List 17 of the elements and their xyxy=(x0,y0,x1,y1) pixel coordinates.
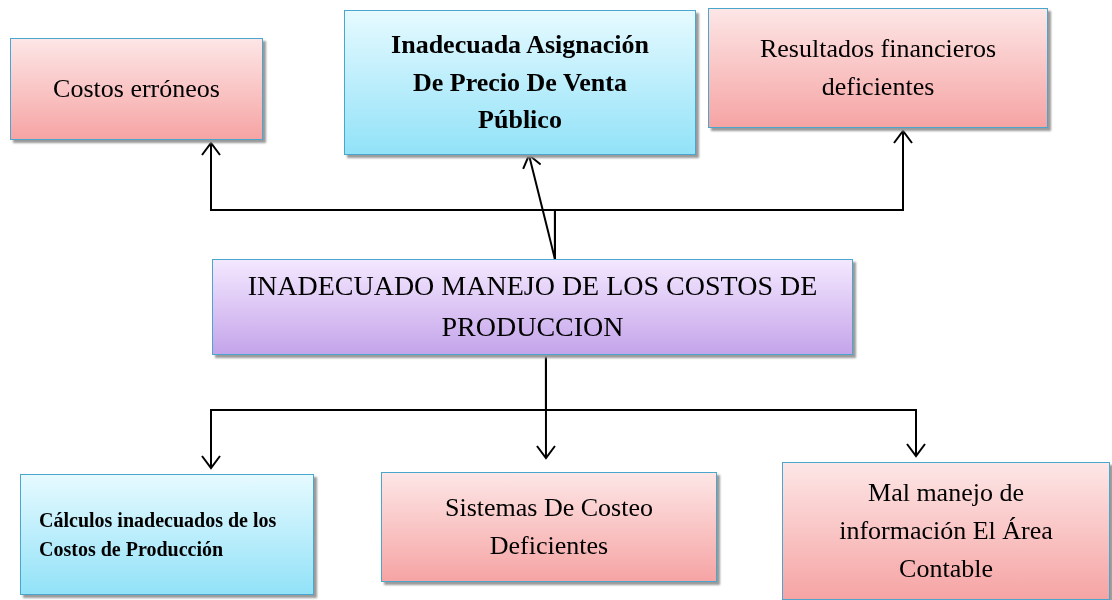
process-box xyxy=(381,472,717,582)
arrow xyxy=(544,354,926,457)
process-box xyxy=(10,38,263,140)
process-box xyxy=(20,474,314,595)
box-label: Mal manejo de información El Área Contable xyxy=(838,477,1054,585)
process-box xyxy=(344,10,696,155)
process-box xyxy=(782,462,1110,600)
box-label: Cálculos inadecuados de los Costos de Producción xyxy=(39,507,278,562)
arrow xyxy=(522,154,556,260)
box-label: Inadecuada Asignación De Precio De Venta Público xyxy=(390,28,650,137)
box-label: Resultados financieros deficientes xyxy=(758,33,998,103)
box-label: INADECUADO MANEJO DE LOS COSTOS DE PRODUCCION xyxy=(246,269,819,344)
process-box xyxy=(212,259,853,355)
box-label: Costos erróneos xyxy=(53,73,220,106)
box-label: Sistemas De Costeo Deficientes xyxy=(444,492,654,562)
arrow xyxy=(553,130,913,260)
process-box xyxy=(708,8,1048,128)
